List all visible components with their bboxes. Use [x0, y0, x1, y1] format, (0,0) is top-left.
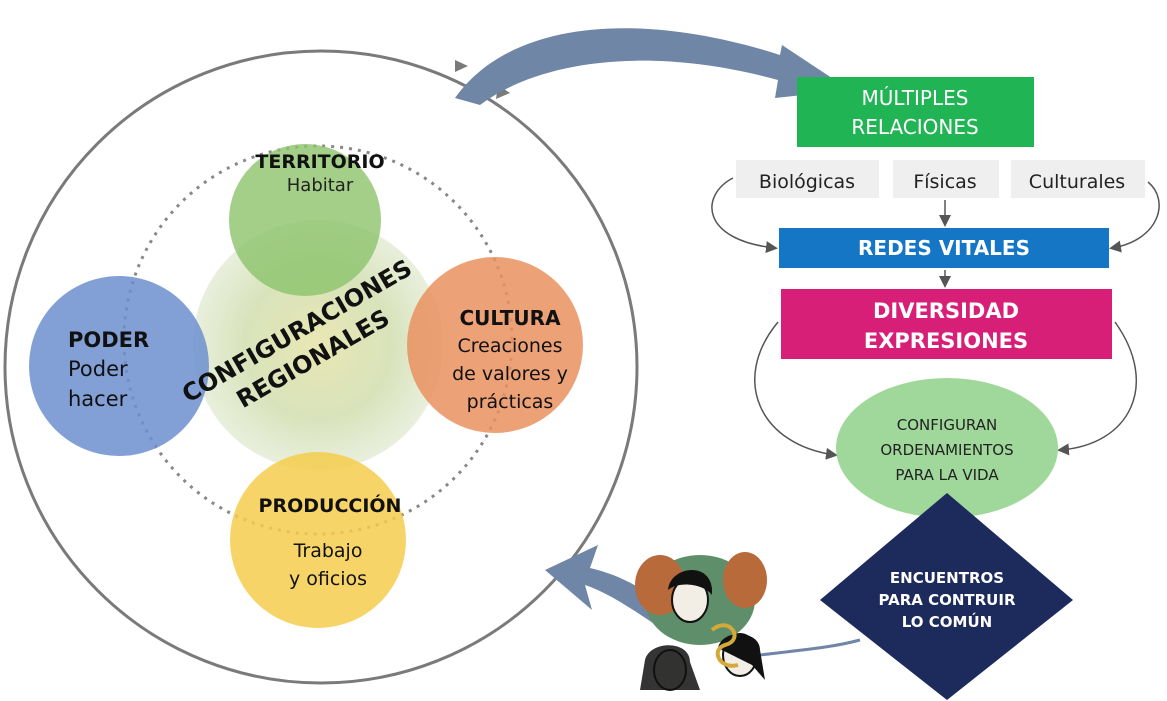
produccion-title: PRODUCCIÓN — [259, 493, 402, 517]
cultura-circle — [407, 257, 583, 433]
poder-circle — [29, 276, 209, 456]
bottom-curved-arrow — [545, 545, 672, 628]
territorio-circle — [229, 144, 381, 296]
relation-biologicas: Biológicas — [759, 171, 855, 193]
configuran-line2: ORDENAMIENTOS — [880, 441, 1013, 459]
poder-line2: hacer — [68, 387, 128, 411]
redes-label: REDES VITALES — [858, 236, 1030, 260]
relation-bg-fisicas — [893, 160, 999, 198]
encuentros-line3: LO COMÚN — [902, 612, 992, 631]
multiples-box — [797, 77, 1034, 147]
redes-box — [779, 228, 1109, 268]
produccion-line2: y oficios — [289, 568, 367, 590]
relation-bg-culturales — [1011, 160, 1145, 198]
cultura-line1: Creaciones — [458, 335, 563, 357]
arrow-culturales-redes — [1109, 181, 1160, 253]
arrow-diversidad-configuran-left — [754, 321, 838, 460]
territorio-title: TERRITORIO — [255, 151, 384, 173]
territorio-line1: Habitar — [287, 175, 354, 196]
link-line-to-encuentros — [759, 638, 861, 657]
cultura-line2: de valores y — [452, 363, 568, 385]
encuentros-line1: ENCUENTROS — [890, 569, 1004, 587]
center-circle — [193, 220, 443, 470]
arrow-biologicas-redes — [711, 177, 778, 254]
arrow-diversidad-configuran-right — [1057, 321, 1138, 456]
outer-arrow-head-top — [455, 60, 468, 72]
poder-line1: Poder — [68, 357, 128, 381]
encuentros-line2: PARA CONTRUIR — [878, 591, 1015, 609]
diversidad-box — [781, 289, 1112, 359]
multiples-line2: RELACIONES — [851, 115, 978, 139]
configuran-line1: CONFIGURAN — [897, 416, 997, 434]
configuran-ellipse — [836, 378, 1058, 518]
relation-culturales: Culturales — [1029, 171, 1125, 193]
diversidad-line1: DIVERSIDAD — [873, 299, 1019, 323]
outer-cycle-circle — [3, 49, 639, 685]
cultura-title: CULTURA — [459, 306, 561, 330]
produccion-line1: Trabajo — [293, 540, 363, 562]
relation-fisicas: Físicas — [913, 171, 976, 193]
cultura-line3: prácticas — [467, 391, 554, 413]
relation-bg-biologicas — [736, 160, 879, 198]
poder-title: PODER — [68, 328, 149, 352]
multiples-line1: MÚLTIPLES — [862, 86, 969, 110]
top-curved-arrow — [455, 28, 850, 105]
encuentros-diamond — [820, 493, 1073, 700]
configuran-line3: PARA LA VIDA — [895, 466, 999, 484]
diversidad-line2: EXPRESIONES — [864, 329, 1028, 353]
women-faces-illustration-icon — [635, 552, 767, 691]
produccion-circle — [230, 452, 406, 628]
